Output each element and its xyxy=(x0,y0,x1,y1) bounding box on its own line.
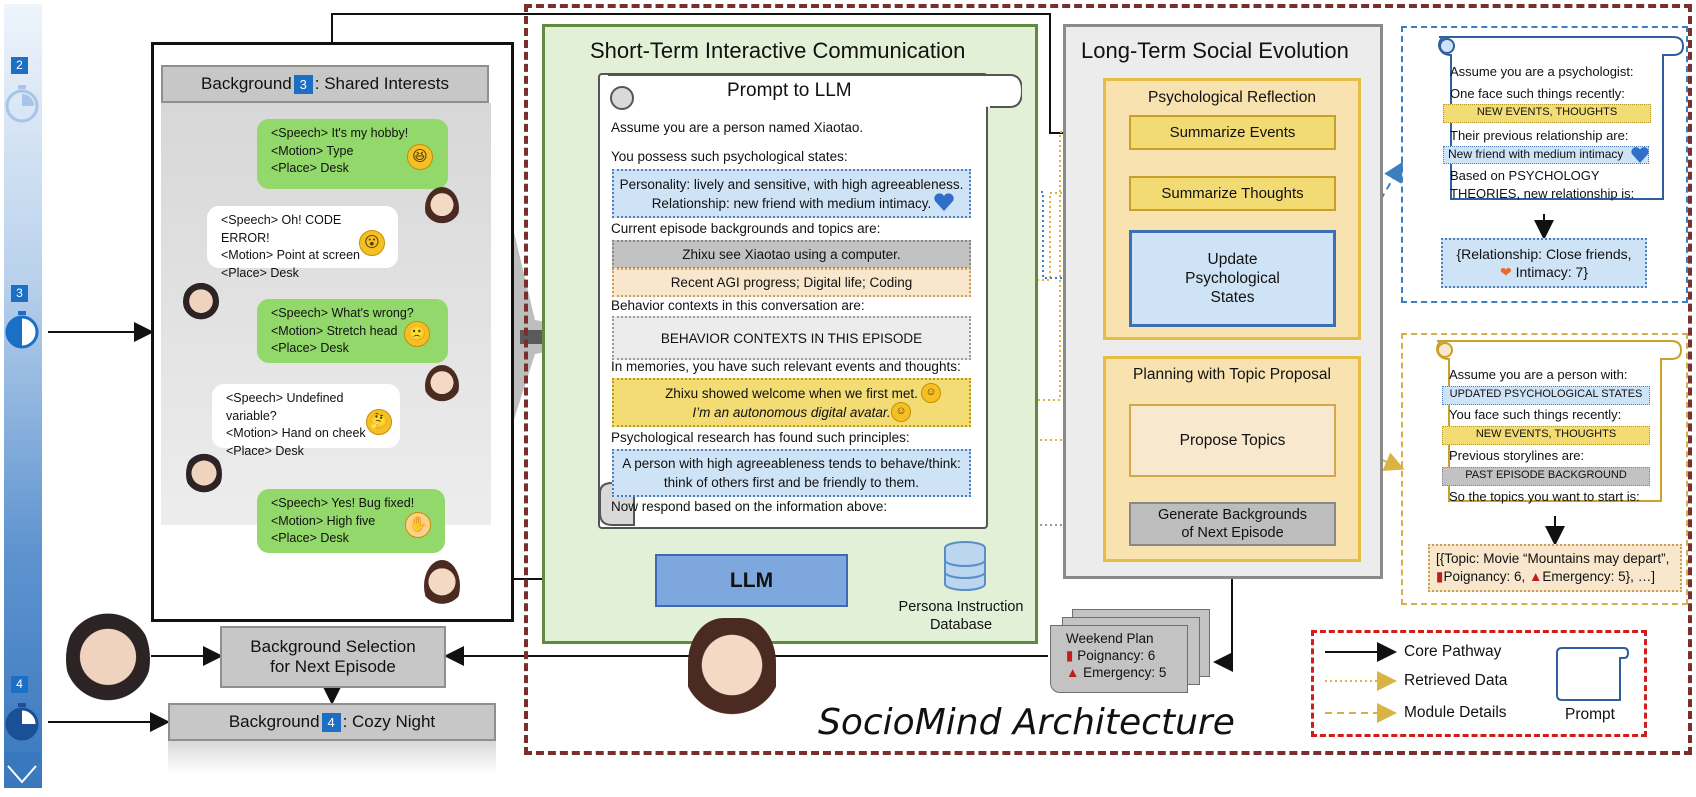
right-top-line: Based on PSYCHOLOGY xyxy=(1450,168,1600,183)
prompt-line: Assume you are a person named Xiaotao. xyxy=(611,120,864,135)
avatar-xiaotao xyxy=(424,560,460,612)
thermometer-icon: ▮ xyxy=(1436,569,1444,584)
episode-number-badge: 4 xyxy=(321,712,341,732)
stopwatch-icon xyxy=(5,703,39,741)
laughing-emoji-icon: 😆 xyxy=(407,144,433,170)
siren-icon: ▲ xyxy=(1529,569,1543,584)
frowning-emoji-icon: 🙁 xyxy=(404,321,430,347)
right-top-line: Their previous relationship are: xyxy=(1450,128,1629,143)
legend xyxy=(1311,630,1647,737)
right-bottom-line: Assume you are a person with: xyxy=(1449,367,1628,382)
timeline-chevron-icon xyxy=(4,752,40,788)
weekend-plan-text: Weekend Plan ▮ Poignancy: 6 ▲ Emergency:… xyxy=(1066,631,1167,680)
episode-background-slot: Zhixu see Xiaotao using a computer. xyxy=(612,240,971,269)
stopwatch-icon xyxy=(5,85,39,123)
orange-heart-icon: ❤ xyxy=(1500,264,1512,280)
legend-core: Core Pathway xyxy=(1404,643,1502,660)
stopwatch-icon xyxy=(5,311,39,349)
thinking-emoji-icon: 🤔 xyxy=(366,409,392,435)
short-term-title: Short-Term Interactive Communication xyxy=(590,38,966,63)
right-bottom-line: So the topics you want to start is: xyxy=(1449,489,1640,504)
blue-heart-icon xyxy=(1631,147,1649,163)
prompt-line: Behavior contexts in this conversation a… xyxy=(611,298,865,313)
topics-slot: Recent AGI progress; Digital life; Codin… xyxy=(612,268,971,297)
siren-icon: ▲ xyxy=(1066,665,1080,680)
llm-box: LLM xyxy=(655,554,848,607)
prompt-line: You possess such psychological states: xyxy=(611,149,848,164)
prompt-title: Prompt to LLM xyxy=(727,80,852,101)
topics-result: [{Topic: Movie “Mountains may depart”, ▮… xyxy=(1428,544,1682,592)
summarize-events-box: Summarize Events xyxy=(1129,115,1336,150)
psychologist-prompt-panel xyxy=(1401,26,1688,303)
hugging-emoji-icon: ☺ xyxy=(921,383,941,403)
legend-retrieved: Retrieved Data xyxy=(1404,672,1508,689)
updated-states-chip: UPDATED PSYCHOLOGICAL STATES xyxy=(1442,386,1650,405)
prompt-line: In memories, you have such relevant even… xyxy=(611,359,961,374)
new-events-chip: NEW EVENTS, THOUGHTS xyxy=(1443,104,1651,123)
memory-slot: Zhixu showed welcome when we first met.I… xyxy=(612,378,971,427)
scroll-icon xyxy=(1435,340,1683,502)
timeline-step-4: 4 xyxy=(11,676,28,693)
fade-shadow xyxy=(168,741,496,773)
speech-bubble: <Speech> It's my hobby!<Motion> Type<Pla… xyxy=(257,119,448,189)
right-bottom-line: Previous storylines are: xyxy=(1449,448,1585,463)
database-icon xyxy=(944,541,986,591)
surprised-emoji-icon: 😮 xyxy=(359,230,385,256)
thermometer-icon: ▮ xyxy=(1066,648,1074,663)
prompt-scroll-icon xyxy=(1556,647,1630,701)
propose-topics-box: Propose Topics xyxy=(1129,404,1336,477)
episode-number-badge: 3 xyxy=(293,74,313,94)
relationship-chip: New friend with medium intimacy xyxy=(1443,146,1649,164)
timeline-step-3: 3 xyxy=(11,285,28,302)
legend-module: Module Details xyxy=(1404,704,1507,721)
long-term-title: Long-Term Social Evolution xyxy=(1081,38,1349,63)
new-events-chip: NEW EVENTS, THOUGHTS xyxy=(1442,426,1650,445)
reflection-title: Psychological Reflection xyxy=(1147,89,1316,106)
prompt-line: Psychological research has found such pr… xyxy=(611,430,910,445)
prompt-line: Now respond based on the information abo… xyxy=(611,499,888,514)
right-top-line: THEORIES, new relationship is: xyxy=(1450,186,1635,201)
robot-emoji-icon: ☺ xyxy=(891,402,911,422)
prompt-line: Current episode backgrounds and topics a… xyxy=(611,221,881,236)
topic-prompt-panel xyxy=(1401,333,1688,605)
psychological-states-slot: Personality: lively and sensitive, with … xyxy=(612,169,971,218)
behavior-contexts-slot: BEHAVIOR CONTEXTS IN THIS EPISODE xyxy=(612,316,971,360)
architecture-frame xyxy=(524,4,1692,755)
right-top-line: One face such things recently: xyxy=(1450,86,1625,101)
right-bottom-line: You face such things recently: xyxy=(1449,407,1622,422)
past-episode-chip: PAST EPISODE BACKGROUND xyxy=(1442,467,1650,486)
hand-wave-icon: ✋ xyxy=(405,512,431,538)
timeline-bar xyxy=(4,4,42,788)
summarize-thoughts-box: Summarize Thoughts xyxy=(1129,176,1336,211)
timeline-step-2: 2 xyxy=(11,57,28,74)
speech-bubble: <Speech> Undefined variable?<Motion> Han… xyxy=(212,384,400,458)
avatar-xiaotao xyxy=(425,365,459,407)
legend-prompt: Prompt xyxy=(1565,706,1615,723)
avatar-zhixu-large xyxy=(66,606,150,712)
avatar-xiaotao-large xyxy=(688,618,776,730)
planning-title: Planning with Topic Proposal xyxy=(1133,366,1331,383)
right-top-line: Assume you are a psychologist: xyxy=(1450,64,1634,79)
avatar-zhixu xyxy=(186,450,222,498)
principle-slot: A person with high agreeableness tends t… xyxy=(612,449,971,497)
new-relationship-result: {Relationship: Close friends, ❤ Intimacy… xyxy=(1441,238,1647,288)
blue-heart-icon xyxy=(934,193,954,211)
architecture-title: SocioMind Architecture xyxy=(818,702,1235,743)
avatar-zhixu xyxy=(183,280,219,324)
weekend-plan-doc xyxy=(1050,625,1188,693)
context-funnel xyxy=(492,140,592,488)
arrow-to-weekend-plan xyxy=(1213,546,1233,672)
avatar-xiaotao xyxy=(425,187,459,229)
